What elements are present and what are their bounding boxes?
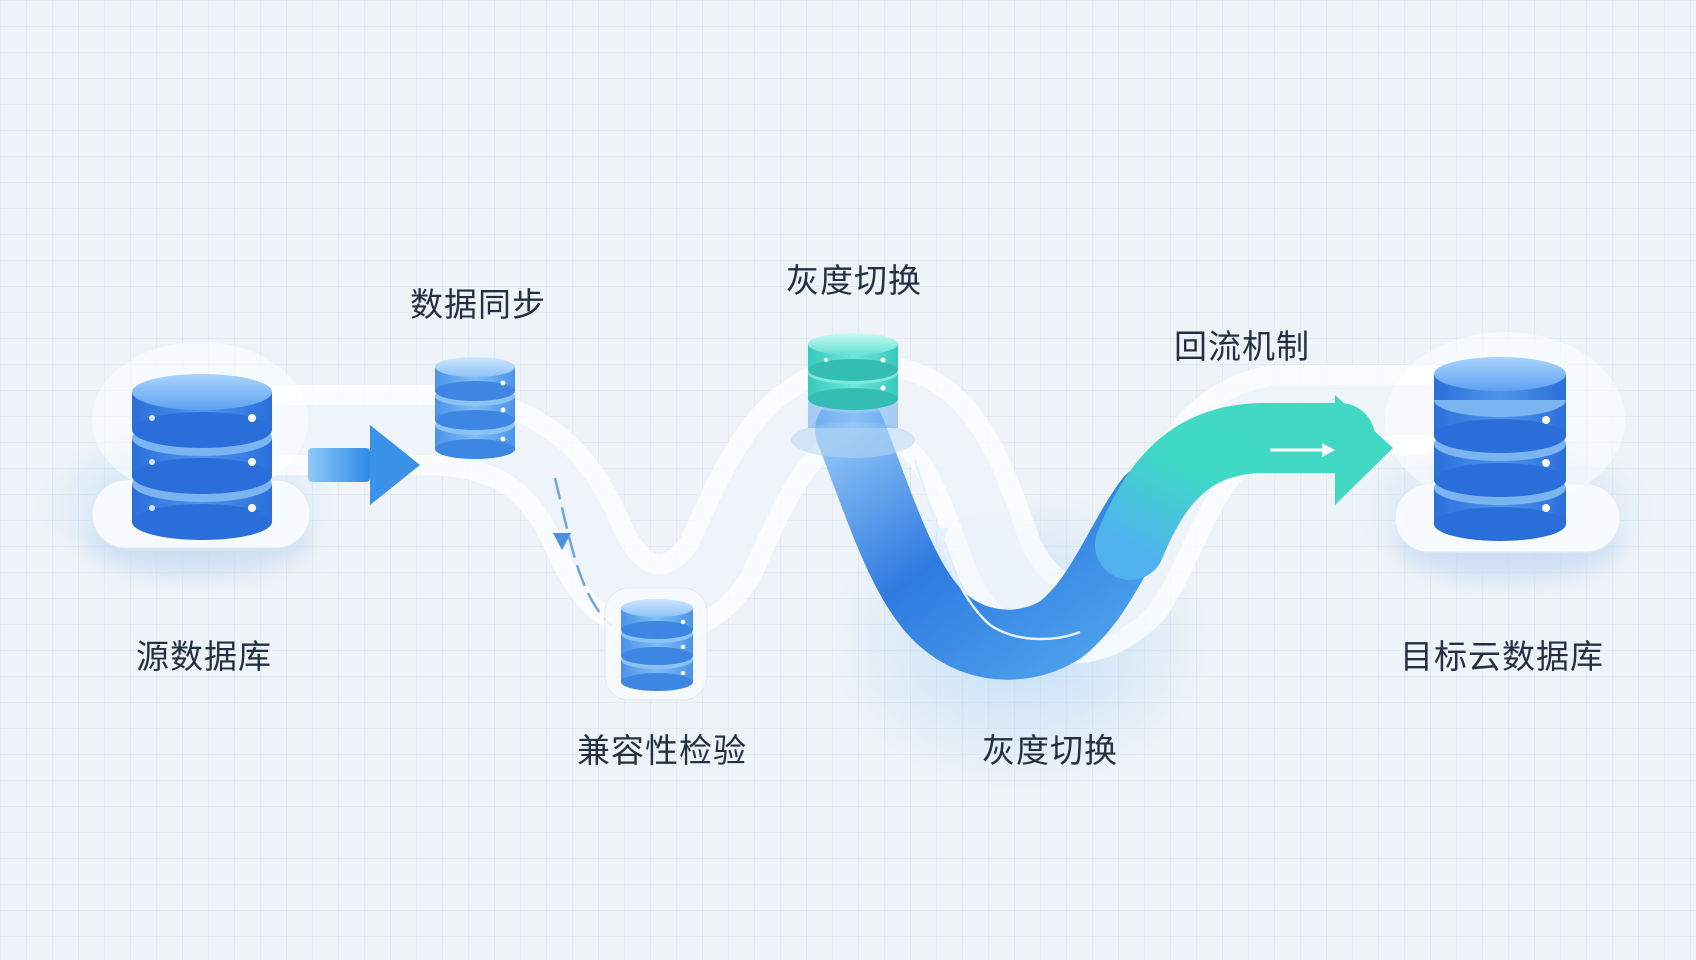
gray-switch-top-label: 灰度切换: [786, 261, 922, 300]
gray-switch-database-icon: [791, 333, 915, 458]
sync-database-icon: [435, 357, 515, 459]
compat-arrow: [553, 533, 571, 550]
rollback-label: 回流机制: [1174, 327, 1310, 366]
sync-arrow-head: [370, 425, 420, 505]
source-db-label: 源数据库: [136, 637, 272, 676]
gray-switch-inner-arrow: [937, 528, 949, 543]
data-sync-label: 数据同步: [410, 285, 546, 324]
target-db-label: 目标云数据库: [1400, 637, 1604, 676]
rollback-flow-band: [1095, 403, 1375, 580]
compat-dashed-line: [553, 477, 613, 626]
gray-switch-inner-line: [913, 459, 1081, 641]
compat-check-label: 兼容性检验: [577, 731, 747, 770]
source-database-icon: [132, 374, 272, 540]
compat-database-icon: [621, 599, 693, 691]
gray-switch-bottom-label: 灰度切换: [982, 731, 1118, 770]
sync-arrow-shaft: [308, 448, 370, 482]
target-database-icon: [1434, 357, 1566, 541]
rollback-arrow-head: [1335, 395, 1393, 505]
rollback-inner-arrow-head: [1322, 443, 1335, 457]
